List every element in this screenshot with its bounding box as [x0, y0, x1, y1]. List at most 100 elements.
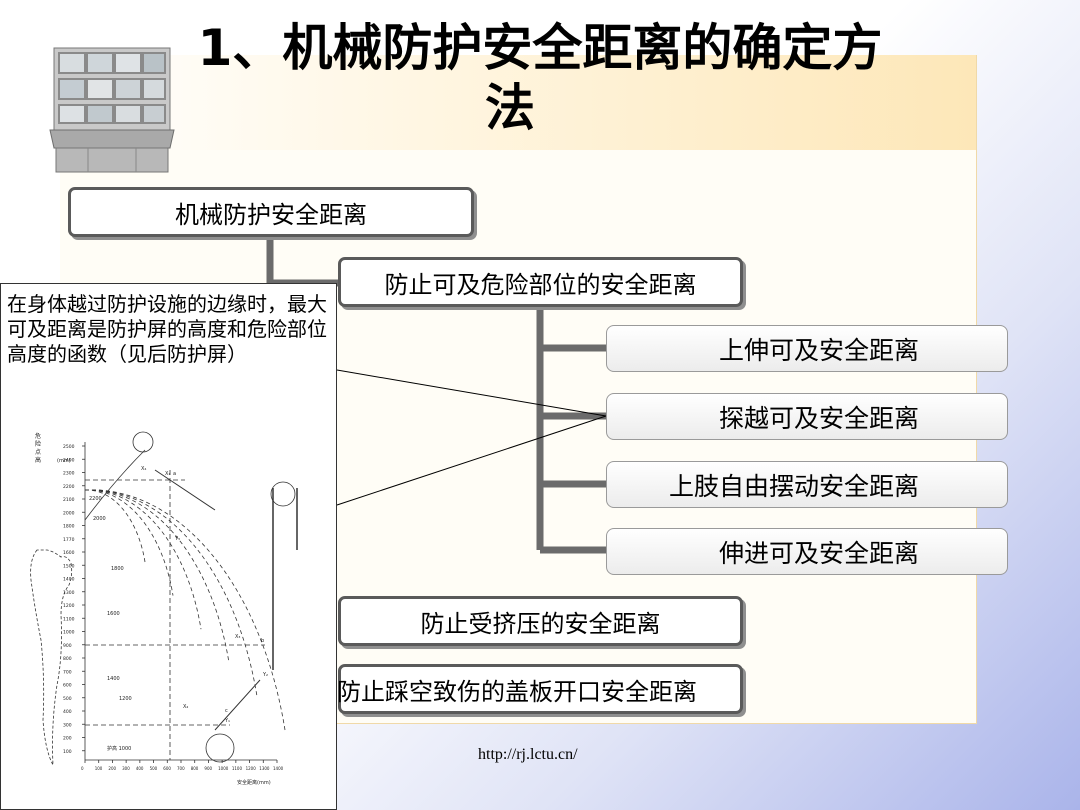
figure-y-tick-label: 1000 [63, 630, 75, 636]
branch-crush-box: 防止受挤压的安全距离 [338, 596, 743, 646]
figure-barrier-c [205, 733, 235, 763]
callout-box: 在身体越过防护设施的边缘时，最大可及距离是防护屏的高度和危险部位高度的函数（见后… [0, 283, 337, 810]
leaf-reach-in: 伸进可及安全距离 [606, 528, 1008, 575]
branch-fall-label: 防止踩空致伤的盖板开口安全距离 [337, 677, 697, 706]
branch-fall-box: 防止踩空致伤的盖板开口安全距离 [337, 664, 743, 714]
figure-y-tick-label: 2000 [63, 510, 75, 516]
figure-point-label: X₁ [165, 471, 170, 477]
figure-y-title-unit: (mm) [57, 458, 71, 464]
figure-y-tick-label: 400 [63, 709, 72, 715]
figure-barrier-a-guard [154, 469, 216, 511]
figure-reach-arc [84, 489, 146, 563]
figure-point-label: a [173, 471, 176, 477]
figure-y-tick-label: 2500 [63, 444, 75, 450]
figure-barrier-c-guard [214, 679, 261, 731]
figure-curve-label: 护高 1000 [107, 745, 131, 752]
figure-x-tick-label: 1100 [232, 766, 243, 771]
leaf-arm-swing: 上肢自由摆动安全距离 [606, 461, 1008, 508]
figure-x-tick-label: 400 [136, 766, 144, 771]
figure-point-label: Y₂ [262, 672, 268, 678]
leaf-over-reach: 探越可及安全距离 [606, 393, 1008, 440]
figure-x-tick-label: 1400 [273, 766, 284, 771]
figure-y-tick-label: 1400 [63, 577, 75, 583]
root-label: 机械防护安全距离 [175, 200, 367, 229]
figure-reach-arc [84, 489, 174, 596]
figure-x-tick-label: 1200 [246, 766, 257, 771]
monitoring-console-image [49, 47, 175, 173]
figure-x-tick-label: 800 [191, 766, 199, 771]
figure-barrier-a [132, 431, 154, 453]
figure-y-tick-label: 2400 [63, 457, 75, 463]
figure-curve-label: 2000 [93, 516, 106, 522]
figure-x-tick-label: 700 [177, 766, 185, 771]
figure-y-tick-label: 500 [63, 696, 72, 702]
figure-y-tick-label: 900 [63, 643, 72, 649]
title-band [60, 55, 976, 150]
figure-x-tick-label: 200 [108, 766, 116, 771]
figure-x-tick-label: 1300 [259, 766, 270, 771]
figure-reach-arc [84, 489, 230, 663]
figure-curve-label: 1600 [107, 611, 120, 617]
leaf-label-2: 探越可及安全距离 [718, 403, 919, 433]
figure-y-tick-label: 1500 [63, 563, 75, 569]
reach-distance-figure: 2500240023002200210020001800177016001500… [30, 431, 298, 786]
figure-y-title-char: 危 [35, 432, 41, 440]
branch-reach-box: 防止可及危险部位的安全距离 [338, 257, 743, 307]
figure-x-tick-label: 0 [81, 766, 84, 771]
slide-title: 1、机械防护安全距离的确定方 法 [90, 18, 990, 138]
figure-point-label: c [225, 708, 228, 714]
figure-point-label: X₂ [183, 704, 188, 710]
figure-curve-label: 1200 [119, 696, 132, 702]
figure-y-tick-label: 2300 [63, 471, 75, 477]
figure-x-tick-label: 500 [150, 766, 158, 771]
title-line-1: 1、机械防护安全距离的确定方 [197, 19, 883, 77]
figure-y-tick-label: 1300 [63, 590, 75, 596]
figure-y-tick-label: 100 [63, 749, 72, 755]
figure-barrier-b [270, 481, 296, 507]
figure-x-tick-label: 1000 [218, 766, 229, 771]
figure-x-title: 安全距离(mm) [237, 779, 271, 786]
figure-y-tick-label: 700 [63, 669, 72, 675]
figure-y-tick-label: 1100 [63, 616, 75, 622]
figure-reach-arc [84, 489, 286, 731]
leaf-upward-reach: 上伸可及安全距离 [606, 325, 1008, 372]
figure-x-tick-label: 100 [95, 766, 103, 771]
figure-y-tick-label: 1770 [63, 537, 75, 543]
figure-y-tick-label: 1200 [63, 603, 75, 609]
figure-x-tick-label: 600 [163, 766, 171, 771]
figure-y-tick-label: 800 [63, 656, 72, 662]
figure-x-tick-label: 900 [204, 766, 212, 771]
figure-y-title-char: 点 [35, 448, 41, 456]
figure-point-label: b [261, 638, 264, 644]
figure-point-label: X₃ [235, 634, 240, 640]
branch-reach-label: 防止可及危险部位的安全距离 [384, 270, 697, 299]
figure-curve-label: 1400 [107, 676, 120, 682]
figure-curve-label: 2200 [89, 496, 102, 502]
figure-point-label: Y₃ [174, 536, 180, 542]
figure-y-tick-label: 200 [63, 736, 72, 742]
figure-y-tick-label: 2100 [63, 497, 75, 503]
source-url: http://rj.lctu.cn/ [478, 746, 578, 763]
callout-text: 在身体越过防护设施的边缘时，最大可及距离是防护屏的高度和危险部位高度的函数（见后… [7, 292, 327, 366]
branch-crush-label: 防止受挤压的安全距离 [420, 609, 661, 638]
figure-y-tick-label: 1600 [63, 550, 75, 556]
figure-curve-label: 1800 [111, 566, 124, 572]
figure-y-tick-label: 1800 [63, 524, 75, 530]
figure-y-tick-label: 600 [63, 683, 72, 689]
leaf-label-4: 伸进可及安全距离 [718, 538, 919, 568]
figure-y-tick-label: 300 [63, 722, 72, 728]
title-line-2: 法 [485, 79, 535, 137]
leaf-label-1: 上伸可及安全距离 [718, 335, 919, 365]
figure-y-title-char: 险 [35, 440, 41, 448]
callout-pointer-lower [336, 415, 607, 506]
figure-point-label: Y₁ [224, 718, 230, 724]
figure-y-tick-label: 2200 [63, 484, 75, 490]
root-box: 机械防护安全距离 [68, 187, 474, 237]
figure-reach-arc [84, 489, 202, 630]
figure-reach-arc [84, 489, 258, 697]
figure-point-label: X₄ [141, 466, 146, 472]
figure-y-title-char: 高 [35, 456, 41, 464]
callout-pointer-upper [336, 369, 607, 417]
leaf-label-3: 上肢自由摆动安全距离 [668, 471, 919, 501]
figure-arm-line [84, 449, 146, 521]
